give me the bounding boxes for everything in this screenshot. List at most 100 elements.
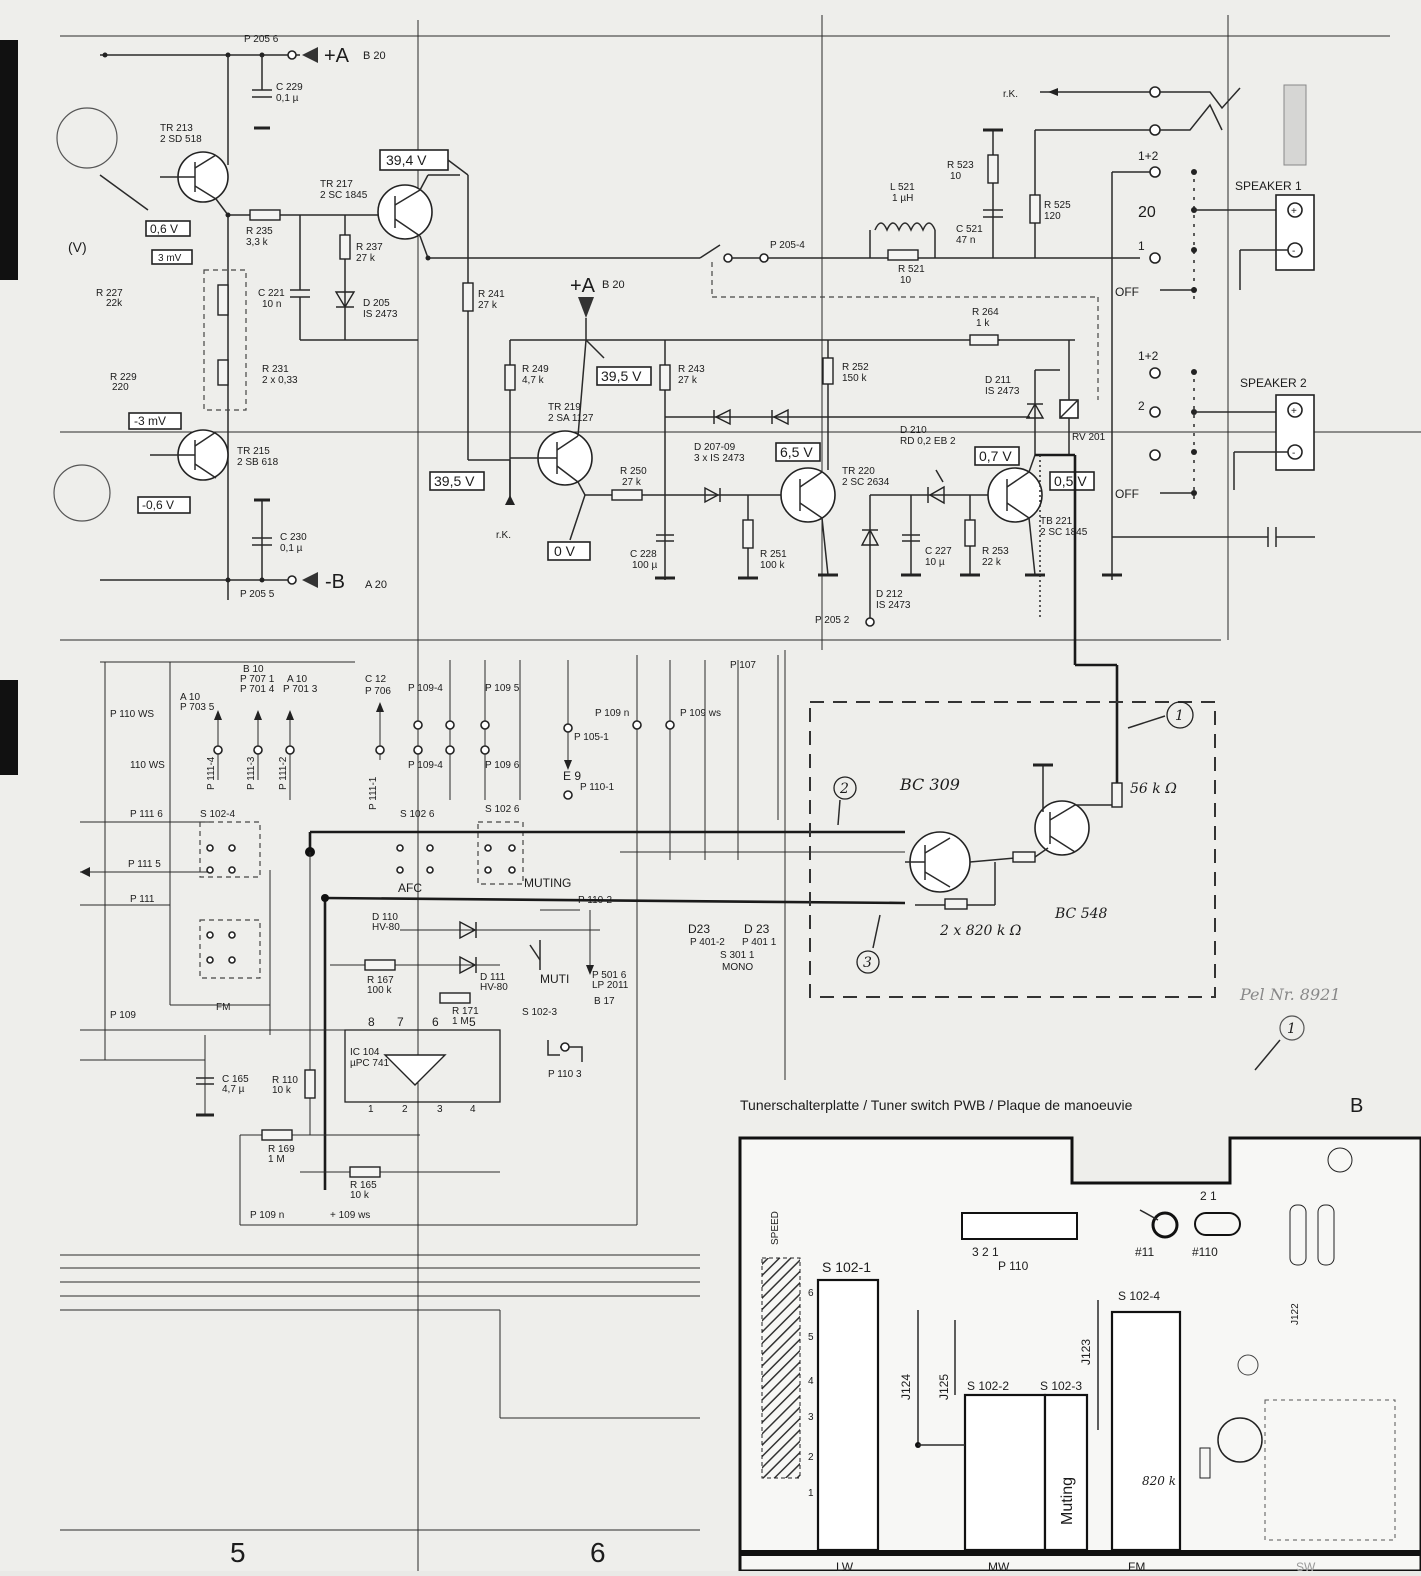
speaker1-minus: - <box>1292 246 1295 257</box>
d23a-label: D23 <box>688 922 710 936</box>
pwb-fm: FM <box>1128 1560 1145 1571</box>
p1114-label: P 111-4 <box>206 756 217 790</box>
c228-name: C 228 <box>630 549 657 560</box>
voltage-3mv: 3 mV <box>158 253 182 264</box>
tr217-type: 2 SC 1845 <box>320 190 368 201</box>
svg-text:4: 4 <box>808 1376 814 1387</box>
p1115-label: P 111 5 <box>128 859 161 870</box>
s1026a-label: S 102 6 <box>400 809 435 820</box>
c229-name: C 229 <box>276 82 303 93</box>
a10b-label: A 10 <box>180 692 200 703</box>
speaker2-plus: + <box>1291 406 1297 417</box>
r237-val: 27 k <box>356 253 376 264</box>
speaker1-label: SPEAKER 1 <box>1235 179 1302 193</box>
r264-name: R 264 <box>972 307 999 318</box>
r249-name: R 249 <box>522 364 549 375</box>
ic-pin4: 4 <box>470 1104 476 1115</box>
r165-name: R 165 <box>350 1180 377 1191</box>
ic-pin5: 5 <box>469 1015 476 1029</box>
ic-pin8: 8 <box>368 1015 375 1029</box>
d110-label: D 110 <box>372 912 398 923</box>
pwb-caption: Tunerschalterplatte / Tuner switch PWB /… <box>740 1097 1133 1113</box>
p1113-label: P 111-3 <box>246 756 257 790</box>
tr221-name: TB 221 <box>1040 516 1073 527</box>
pwb-s1024-switch[interactable] <box>1110 1310 1182 1552</box>
d111-label: D 111 <box>480 972 506 983</box>
voltage-m3mv: -3 mV <box>134 414 166 428</box>
tr215-transistor <box>150 429 229 481</box>
c228-val: 100 µ <box>632 560 657 571</box>
speaker-selector[interactable] <box>1111 166 1280 580</box>
pwb-s1021-switch[interactable] <box>816 1278 880 1552</box>
voltage-394: 39,4 V <box>386 152 427 168</box>
p7035-label: P 703 5 <box>180 702 215 713</box>
pwb-right-components <box>1199 1147 1396 1541</box>
speaker2-minus: - <box>1292 448 1295 459</box>
pwb-sheet: B <box>1350 1095 1363 1117</box>
p1095-label: P 109 5 <box>485 683 520 694</box>
r235-val: 3,3 k <box>246 237 269 248</box>
d211-name: D 211 <box>985 375 1011 386</box>
p1102-label: P 110-2 <box>578 895 613 906</box>
p4012-label: P 401-2 <box>690 937 725 948</box>
ws1-label: P 110 WS <box>110 709 154 720</box>
mod-marker-1: 1 <box>1175 708 1184 724</box>
d207-name: D 207-09 <box>694 442 736 453</box>
torn-edge-bottom <box>0 680 18 775</box>
svg-text:3: 3 <box>808 1412 814 1423</box>
tr213-type: 2 SD 518 <box>160 134 202 145</box>
rv201-label: RV 201 <box>1072 432 1106 443</box>
r250-val: 27 k <box>622 477 642 488</box>
r110-val: 10 k <box>272 1085 292 1096</box>
pwb-speed: SPEED <box>770 1211 781 1245</box>
p2052-label: P 205 2 <box>815 615 850 626</box>
muti-label: MUTI <box>540 972 569 986</box>
r165-val: 10 k <box>350 1190 370 1201</box>
p7013-label: P 701 3 <box>283 684 318 695</box>
left-blob <box>56 107 118 169</box>
ic-pin1: 1 <box>368 1104 374 1115</box>
p109-bottom-n: P 109 n <box>250 1210 284 1221</box>
mod-bc548-transistor <box>1033 763 1090 856</box>
p109n-label: P 109 n <box>595 708 629 719</box>
pos-rail-mid-sheet: B 20 <box>602 279 625 291</box>
pwb-820k: 820 k <box>1142 1474 1176 1488</box>
ic104-opamp <box>344 1029 501 1103</box>
r525-val: 120 <box>1044 211 1061 222</box>
switch-12a: 1+2 <box>1138 149 1159 163</box>
pwb-lw: LW <box>836 1560 854 1571</box>
tr221-transistor <box>987 454 1043 576</box>
left-blob-2 <box>53 464 111 522</box>
neg-rail-label: -B <box>325 571 345 593</box>
a10a-label: A 10 <box>287 674 307 685</box>
p2054-label: P 205-4 <box>770 240 805 251</box>
tr217-transistor <box>377 174 460 259</box>
r523-name: R 523 <box>947 160 974 171</box>
afc-label: AFC <box>398 881 422 895</box>
p1101-label: P 110-1 <box>580 782 615 793</box>
r241-val: 27 k <box>478 300 498 311</box>
voltage-07: 0,7 V <box>979 448 1012 464</box>
r521-name: R 521 <box>898 264 925 275</box>
c221-name: C 221 <box>258 288 285 299</box>
pwb-s1022: S 102-2 <box>967 1379 1009 1393</box>
r264-val: 1 k <box>976 318 990 329</box>
p7071-label: P 707 1 <box>240 674 275 685</box>
d212-name: D 212 <box>876 589 903 600</box>
d205-name: D 205 <box>363 298 390 309</box>
pwb-muting: Muting <box>1059 1477 1076 1525</box>
pos-rail <box>100 47 318 165</box>
pwb-s1023-switch[interactable] <box>1043 1393 1089 1552</box>
c165-name: C 165 <box>222 1074 249 1085</box>
pos-rail-ref: P 205 6 <box>244 34 279 45</box>
r252-name: R 252 <box>842 362 869 373</box>
r249-val: 4,7 k <box>522 375 545 386</box>
pwb-p110-connector[interactable] <box>961 1212 1078 1240</box>
muting-label: MUTING <box>524 876 571 890</box>
speaker1-plus: + <box>1291 206 1297 217</box>
p1094-label: P 109-4 <box>408 683 443 694</box>
r250-name: R 250 <box>620 466 647 477</box>
d210-val: RD 0,2 EB 2 <box>900 436 956 447</box>
pwb-s1022-switch[interactable] <box>963 1393 1047 1552</box>
